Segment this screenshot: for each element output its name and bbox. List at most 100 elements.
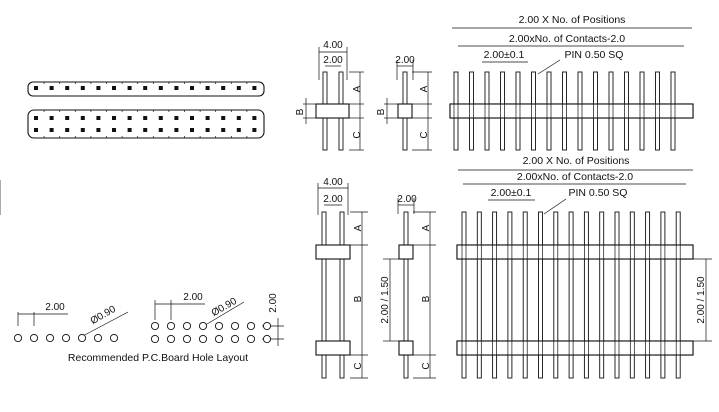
pcb-single-dia-label: Ø0.90 [89, 304, 118, 327]
strip-single-pin [112, 86, 116, 90]
strip-double-pin-top [112, 116, 116, 120]
strip-single-pin [143, 86, 148, 90]
side-top-a-label: A [352, 85, 363, 92]
side-top-width-label: 4.00 [323, 40, 343, 51]
front-top-body [449, 103, 694, 119]
strip-double-pin-top [34, 116, 38, 120]
strip-double-pin-bottom [65, 128, 70, 132]
strip-double-pin-top [49, 116, 54, 120]
strip-double-pin-top [205, 116, 210, 120]
pcb-double-hole [182, 321, 192, 331]
pcb-double-hole [246, 334, 256, 344]
pcb-double-dia-label: Ø0.90 [210, 296, 239, 319]
strip-single-pin [174, 86, 179, 90]
front-bottom-pin [599, 211, 605, 379]
strip-double-pin-bottom [190, 128, 194, 132]
strip-double-pin-bottom [252, 128, 257, 132]
side-bottom-width-label: 4.00 [323, 177, 343, 188]
side-top2-pitch-label: 2.00 [395, 55, 415, 66]
pcb-single-hole [45, 333, 55, 343]
front-bottom-pin [675, 211, 681, 379]
front-bottom-positions-label: 2.00 X No. of Positions [523, 155, 630, 167]
top-view-single-row [27, 81, 265, 97]
strip-single-pin [96, 86, 101, 90]
strip-double-pin-top [80, 116, 85, 120]
side-top-c-label: C [352, 131, 363, 138]
strip-double-pin-top [143, 116, 148, 120]
side-bottom-b-label: B [353, 295, 364, 302]
pcb-caption: Recommended P.C.Board Hole Layout [68, 352, 248, 364]
front-bottom-pin [583, 211, 589, 379]
strip-double-pin-bottom [221, 128, 226, 132]
front-top-contacts-label: 2.00xNo. of Contacts-2.0 [509, 33, 625, 45]
pcb-double-hole [262, 321, 272, 331]
strip-double-pin-bottom [143, 128, 148, 132]
strip-single-pin [252, 86, 257, 90]
front-top-pitch-label: 2.00±0.1 [484, 49, 525, 61]
side-bottom2-c-label: C [421, 362, 432, 369]
pcb-double-hole [214, 321, 224, 331]
strip-double-pin-bottom [112, 128, 116, 132]
strip-double-pin-bottom [49, 128, 54, 132]
strip-double-pin-top [96, 116, 101, 120]
pcb-double-hole [262, 334, 272, 344]
strip-single-pin [49, 86, 54, 90]
pcb-double-hole [166, 321, 176, 331]
front-bottom-pin [461, 211, 467, 379]
strip-single-pin [127, 86, 132, 90]
strip-double-pin-top [174, 116, 179, 120]
strip-double-pin-bottom [236, 128, 241, 132]
front-view-top: 2.00 X No. of Positions 2.00xNo. of Cont… [449, 14, 694, 151]
strip-double-pin-bottom [174, 128, 179, 132]
side-top2-c-label: C [419, 131, 430, 138]
side-bottom2-a-label: A [421, 224, 432, 231]
front-bottom-pin [538, 211, 543, 379]
strip-single-pin [205, 86, 210, 90]
side-bottom-a-label: A [353, 224, 364, 231]
front-bottom-pin [568, 211, 574, 379]
strip-double-pin-bottom [158, 128, 163, 132]
pcb-double-hole [246, 321, 256, 331]
pcb-double-hole [198, 321, 208, 331]
front-bottom-pin [629, 211, 635, 379]
pcb-row-pitch-label: 2.00 [268, 293, 279, 313]
side-top-b-label: B [295, 108, 306, 115]
front-top-pin-label: PIN 0.50 SQ [565, 49, 624, 61]
strip-double-pin-bottom [127, 128, 132, 132]
pcb-single-hole [61, 333, 71, 343]
front-bottom-pitch-label: 2.00±0.1 [491, 187, 532, 199]
strip-single-pin [34, 86, 38, 90]
front-bottom-spacer-label: 2.00 / 1.50 [696, 276, 707, 324]
front-bottom-pin [553, 211, 559, 379]
side-view-dual-top: 4.00 2.00 A C B [295, 40, 364, 151]
side-top-pitch-label: 2.00 [323, 55, 343, 66]
strip-double-pin-bottom [34, 128, 38, 132]
strip-double-pin-bottom [96, 128, 101, 132]
strip-single-pin [236, 86, 241, 90]
pcb-hole-layout: 2.00 Ø0.90 2.00 Ø0.90 2.00 Recommended P… [13, 292, 284, 364]
side-bottom2-spacer-label: 2.00 / 1.50 [380, 276, 391, 324]
side-bottom2-b-label: B [421, 295, 432, 302]
strip-double-pin-bottom [205, 128, 210, 132]
side-bottom-c-label: C [353, 362, 364, 369]
front-top-positions-label: 2.00 X No. of Positions [519, 14, 626, 26]
pcb-single-hole [77, 333, 87, 343]
pcb-double-hole [230, 334, 240, 344]
front-bottom-pin [522, 211, 528, 379]
pcb-double-pitch-label: 2.00 [183, 292, 203, 303]
pcb-double-hole [150, 321, 160, 331]
side-bottom2-pitch-label: 2.00 [397, 194, 417, 205]
side-top2-b-label: B [376, 108, 387, 115]
pcb-single-hole [93, 333, 103, 343]
side-view-single-bottom: 2.00 A B C 2.00 / 1.50 [380, 194, 436, 379]
strip-single-pin [190, 86, 194, 90]
side-view-dual-bottom: 4.00 2.00 A B C [315, 177, 368, 379]
pcb-double-hole [166, 334, 176, 344]
pcb-single-hole [29, 333, 39, 343]
strip-double-pin-top [221, 116, 226, 120]
pcb-single-pitch-label: 2.00 [45, 302, 65, 313]
side-bottom-pitch-label: 2.00 [323, 194, 343, 205]
front-bottom-pin [507, 211, 513, 379]
front-bottom-pin [660, 211, 666, 379]
